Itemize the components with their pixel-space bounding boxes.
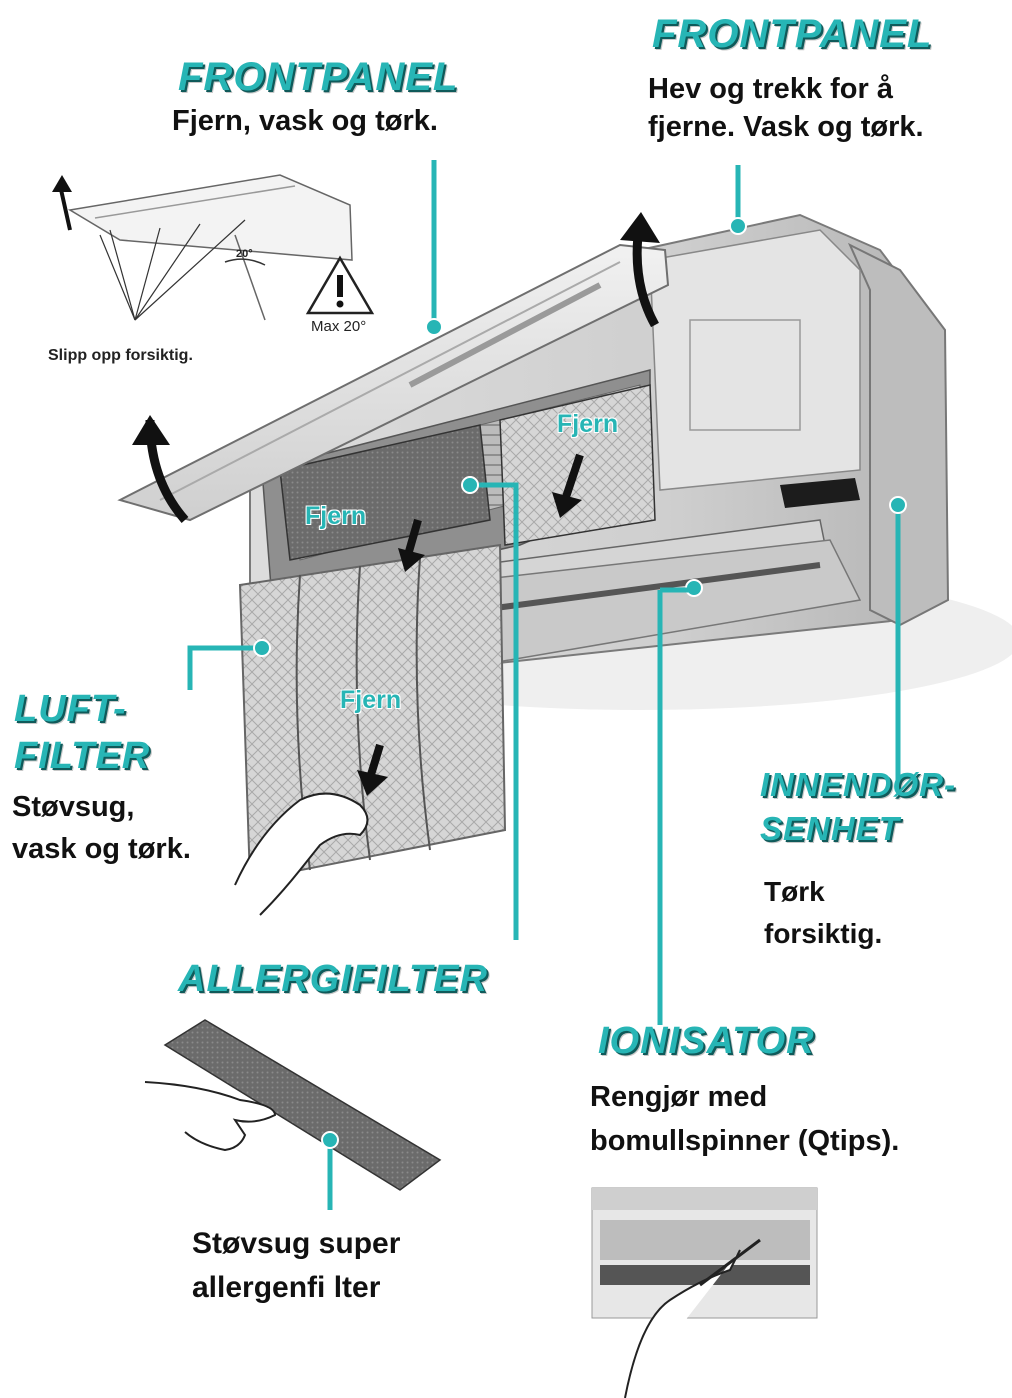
inset-max-label: Max 20° [311,318,367,335]
inset-open-angle [52,174,353,321]
unit-end-cap [847,242,950,627]
remove-arrow-1 [404,518,422,557]
innendorsenhet-text-2: forsiktig. [764,918,883,949]
ionizer-photo [591,1187,818,1398]
innendorsenhet-heading-1: INNENDØR- [760,766,956,803]
allergy-filter-left [279,424,491,561]
frontpanel-left-heading: FRONTPANEL [178,55,459,99]
remove-label-allergy-right: Fjern [557,410,619,438]
front-panel-strip [408,282,602,388]
frontpanel-right-text-2: fjerne. Vask og tørk. [648,111,924,143]
remove-arrow-3 [366,743,384,780]
luftfilter-heading-1: LUFT- [14,688,127,730]
ionisator-heading: IONISATOR [598,1020,815,1062]
inset-caption: Slipp opp forsiktig. [48,347,193,364]
frontpanel-right-heading: FRONTPANEL [652,12,933,56]
front-panel-edge [159,261,621,501]
luftfilter-text-1: Støvsug, [12,791,135,823]
hand-air-filter [234,792,369,916]
innendorsenhet-heading-2: SENHET [760,810,900,847]
frontpanel-left-text: Fjern, vask og tørk. [172,105,438,137]
inset-angle-label: 20° [236,248,253,260]
unit-front-surface [649,229,861,491]
allergifilter-text-1: Støvsug super [192,1227,401,1260]
remove-label-allergy-left: Fjern [305,502,367,530]
ionisator-text-2: bomullspinner (Qtips). [590,1125,900,1157]
allergifilter-text-2: allergenfi lter [192,1271,381,1304]
luftfilter-heading-2: FILTER [14,735,151,777]
leader-lines [187,160,901,1210]
innendorsenhet-text-1: Tørk [764,876,825,907]
hand-allergy-filter [144,1081,277,1152]
unit-recess [689,319,801,431]
luftfilter-text-2: vask og tørk. [12,833,191,865]
frontpanel-right-text-1: Hev og trekk for å [648,73,893,105]
display-strip [780,478,860,508]
ionisator-text-1: Rengjør med [590,1081,768,1113]
allergifilter-heading: ALLERGIFILTER [178,958,488,1000]
remove-label-air-filter: Fjern [340,686,402,714]
outlet-louver [479,562,821,613]
remove-arrow-2 [561,453,584,502]
